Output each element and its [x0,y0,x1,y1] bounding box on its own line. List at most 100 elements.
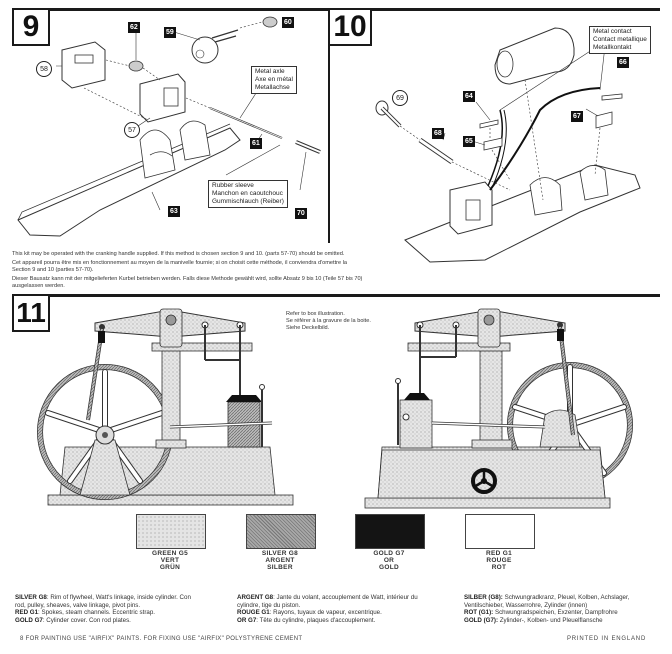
part-tag-66: 66 [617,57,629,68]
swatch-label-fr: OR [383,557,395,564]
swatch-gold [355,514,425,549]
legend-text: : Rim of flywheel, Watt's linkage, insid… [46,594,191,601]
part-tag-63: 63 [168,206,180,217]
legend-key: ARGENT G8 [237,594,274,601]
wire [489,87,601,191]
crank-note-fr-1: Cet appareil pourra être mis en fonction… [12,260,348,266]
legend-key: GOLD (G7): [464,616,499,624]
callout-line-de: Gummischlauch (Reiber) [212,198,284,205]
column-left [161,349,181,446]
contact-64 [479,119,499,129]
swatch-label-de: GRÜN [159,564,181,571]
footer-paint-note: 8 FOR PAINTING USE "AIRFIX" PAINTS. FOR … [20,636,303,642]
worm-gear-62 [128,60,144,72]
legend-text: : Tête du cylindre, plaques d'accoupleme… [256,616,376,624]
footer-printed: PRINTED IN ENGLAND [567,636,647,642]
part-tag-64: 64 [463,91,475,102]
legend-text: : Rayons, tuyaux de vapeur, excentrique. [269,609,382,616]
legend-text: : Jante du volant, accouplement de Watt,… [273,594,418,601]
swatch-green [136,514,206,549]
swatch-label-fr: ARGENT [265,557,295,564]
part-tag-59: 59 [164,27,176,38]
callout-line-de: Metallachse [255,84,290,91]
swatch-label-silver: SILVER G8 ARGENT SILBER [235,550,325,571]
legend-row: Ventilschieber, Wasserrohre, Zylinder (i… [464,602,629,610]
part-tag-65: 65 [463,136,475,147]
part-tag-62: 62 [128,22,140,33]
swatch-label-en: SILVER G8 [261,550,299,557]
swatch-label-green: GREEN G5 VERT GRÜN [125,550,215,571]
swatch-label-de: SILBER [267,564,293,571]
swatch-label-de: GOLD [379,564,399,571]
section-10-rule [330,8,660,11]
worm-gear-60 [262,16,278,28]
note-fr: Se référer à la gravure de la boite. [286,318,371,324]
section-9-rule [14,8,330,11]
crank-note-de-1: Dieser Bausatz kann mit der mitgeliefert… [12,276,363,282]
legend-row: OR G7: Tête du cylindre, plaques d'accou… [237,617,418,625]
legend-row: ROUGE G1: Rayons, tuyaux de vapeur, exce… [237,609,418,617]
part-tag-58: 58 [36,61,52,77]
part-tag-67: 67 [571,111,583,122]
step-number-11: 11 [12,294,50,332]
legend-key: ROUGE G1 [237,609,270,616]
swatch-label-red: RED G1 ROUGE ROT [454,550,544,571]
legend-row: rod, pulley, sheaves, valve linkage, piv… [15,602,191,610]
legend-row: GOLD (G7): Zylinder-, Kolben- und Pleuel… [464,617,629,625]
callout-line-en: Rubber sleeve [212,182,254,189]
legend-key: GOLD G7 [15,616,43,624]
legend-key: ROT (G1): [464,609,494,616]
legend-key: SILVER G8 [15,594,47,601]
legend-text: Schwungradkranz, Pleuel, Kolben, Achslag… [502,594,630,601]
swatch-label-en: GREEN G5 [152,550,188,557]
part-tag-61: 61 [250,138,262,149]
cylinder-right [399,399,433,449]
step-number-10: 10 [328,8,372,46]
swatch-label-fr: ROUGE [486,557,512,564]
part-tag-69: 69 [392,90,408,106]
legend-de: SILBER (G8): Schwungradkranz, Pleuel, Ko… [464,594,629,624]
part-tag-57: 57 [124,122,140,138]
callout-rubber-sleeve: Rubber sleeve Manchon en caoutchouc Gumm… [208,180,288,208]
beam-engine-right-view [364,308,633,509]
step-number-9: 9 [12,8,50,46]
part-tag-70: 70 [295,208,307,219]
swatch-label-de: ROT [491,564,507,571]
callout-line-de: Metallkontakt [593,44,632,51]
legend-text: Ventilschieber, Wasserrohre, Zylinder (i… [464,601,588,609]
crank-note-en: This kit may be operated with the cranki… [12,251,345,257]
legend-row: GOLD G7: Cylinder cover. Con rod plates. [15,617,191,625]
beam-engine-illustrations [37,308,633,509]
swatch-label-fr: VERT [160,557,180,564]
legend-en: SILVER G8: Rim of flywheel, Watt's linka… [15,594,191,624]
contact-67 [595,111,613,129]
legend-text: : Cylinder cover. Con rod plates. [42,616,131,624]
legend-row: RED G1: Spokes, steam channels. Eccentri… [15,609,191,617]
box-illustration-note: Refer to box illustration. Se référer à … [286,311,371,332]
part-tag-68: 68 [432,128,444,139]
column-right [479,349,503,446]
base-plate [404,164,641,263]
legend-key: RED G1 [15,609,39,616]
battery [494,27,575,85]
callout-metal-axle: Metal axle Axe en métal Metallachse [251,66,297,94]
contact-66 [601,93,623,101]
legend-row: ROT (G1): Schwungradspeichen, Exzenter, … [464,609,629,617]
legend-key: SILBER (G8): [464,594,503,601]
swatch-label-en: GOLD G7 [373,550,405,557]
callout-line-en: Metal axle [255,68,285,75]
legend-row: ARGENT G8: Jante du volant, accouplement… [237,594,418,602]
callout-line-fr: Contact metallique [593,36,647,43]
legend-row: SILBER (G8): Schwungradkranz, Pleuel, Ko… [464,594,629,602]
contact-65 [483,137,503,151]
swatch-red [465,514,535,549]
note-en: Refer to box illustration. [286,311,345,317]
swatch-silver [246,514,316,549]
crank-note-de-2: ausgelassen werden. [12,283,65,289]
callout-metal-contact: Metal contact Contact metallique Metallk… [589,26,651,54]
legend-row: cylindre, tige du piston. [237,602,418,610]
callout-line-fr: Manchon en caoutchouc [212,190,283,197]
legend-key: OR G7 [237,616,257,624]
callout-line-en: Metal contact [593,28,632,35]
crank-note-fr-2: Section 9 and 10 (parties 57-70). [12,267,94,273]
